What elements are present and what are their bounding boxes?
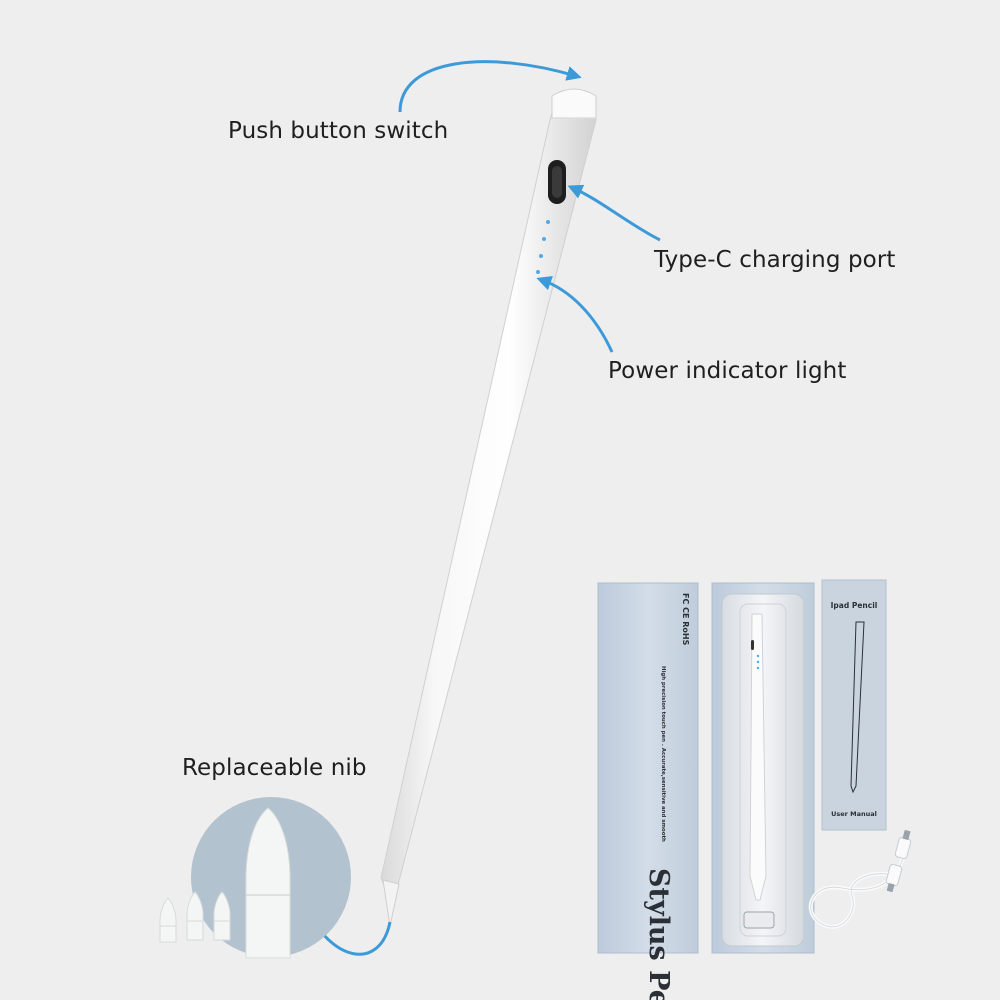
manual-footer: User Manual bbox=[831, 810, 877, 818]
nib-display bbox=[159, 797, 351, 959]
pen-body bbox=[380, 97, 597, 886]
pen-cap bbox=[551, 88, 597, 119]
user-manual: Ipad Pencil User Manual bbox=[821, 579, 887, 831]
curved-arrow-icon bbox=[398, 60, 582, 113]
callout-type-c-charging-port: Type-C charging port bbox=[654, 247, 896, 273]
manual-sheet bbox=[821, 579, 887, 831]
tray-clip bbox=[743, 911, 775, 929]
indicator-light-icon bbox=[542, 237, 546, 241]
indicator-light-icon bbox=[539, 254, 543, 258]
callout-power-indicator-light: Power indicator light bbox=[608, 358, 847, 384]
curved-arrow-icon bbox=[567, 184, 661, 242]
spare-nib bbox=[186, 891, 204, 941]
cert-marks-icon: FC CE RoHS bbox=[681, 593, 690, 646]
cable-plug bbox=[894, 836, 912, 860]
box-lid bbox=[597, 582, 699, 954]
callout-replaceable-nib: Replaceable nib bbox=[182, 755, 367, 781]
usb-c-cable bbox=[808, 829, 912, 929]
indicator-light-icon bbox=[536, 270, 540, 274]
manual-pen-drawing bbox=[850, 621, 865, 794]
spare-nib bbox=[159, 897, 177, 943]
large-nib bbox=[245, 807, 291, 959]
stylus-pen bbox=[380, 88, 597, 927]
indicator-light-icon bbox=[546, 220, 550, 224]
retail-box: Stylus Pen High precision touch pen . Ac… bbox=[597, 582, 815, 1000]
box-tagline: High precision touch pen . Accurate,sens… bbox=[660, 666, 666, 842]
manual-title: Ipad Pencil bbox=[831, 601, 878, 610]
pen-tip bbox=[382, 879, 400, 927]
cable-plug bbox=[885, 863, 903, 887]
callout-push-button-switch: Push button switch bbox=[228, 118, 449, 144]
curved-arrow-icon bbox=[536, 275, 614, 353]
box-brand-title: Stylus Pen bbox=[643, 868, 674, 1000]
boxed-pen bbox=[749, 613, 767, 901]
spare-nib bbox=[213, 891, 231, 941]
